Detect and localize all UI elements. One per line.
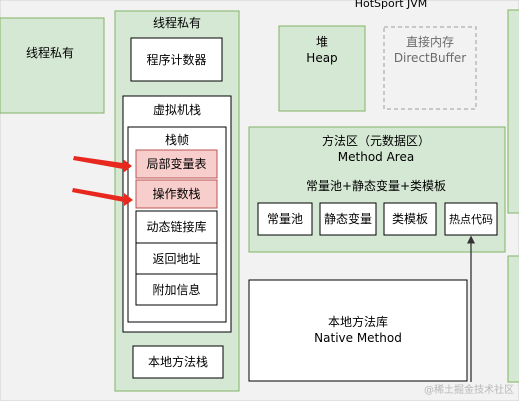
stack-frame-item-label: 局部变量表	[146, 156, 206, 171]
thread-private-column-label: 线程私有	[153, 15, 201, 30]
right-edge-panel-bottom	[507, 255, 519, 383]
method-area-item-label: 类模板	[392, 212, 428, 226]
method-area-item-constant-pool	[257, 202, 313, 236]
direct-buffer-label-en: DirectBuffer	[394, 51, 466, 65]
stack-frame-item-return-address	[135, 242, 218, 275]
heap-label-en: Heap	[306, 51, 337, 65]
stack-frame-item-label: 附加信息	[152, 282, 200, 297]
stack-frame-item-label: 动态链接库	[146, 219, 206, 234]
method-area-item-label: 静态变量	[324, 211, 372, 226]
native-method-lib-label-en: Native Method	[314, 331, 402, 345]
method-area-item-label: 热点代码	[449, 213, 493, 226]
method-area-item-hot-code	[444, 202, 498, 236]
method-area-item-label: 常量池	[267, 212, 303, 226]
vm-stack-label: 虚拟机栈	[153, 102, 201, 117]
stack-frame-item-operand-stack	[135, 179, 218, 209]
right-edge-panel-top	[507, 9, 519, 214]
method-area-item-static-vars	[319, 202, 377, 236]
native-method-stack-label: 本地方法栈	[148, 354, 208, 369]
native-method-lib-box	[248, 279, 468, 382]
direct-buffer-label-cn: 直接内存	[406, 34, 454, 49]
thread-private-left-region	[0, 17, 105, 114]
stack-frame-item-label: 返回地址	[152, 252, 200, 266]
stack-frame-item-label: 操作数栈	[152, 186, 200, 201]
method-area-title-cn: 方法区（元数据区）	[322, 133, 430, 148]
red-arrow-operand-stack	[72, 188, 133, 206]
program-counter-label: 程序计数器	[146, 52, 206, 67]
thread-private-left-label: 线程私有	[26, 45, 74, 60]
direct-buffer-box	[383, 26, 477, 110]
stack-frame-item-local-vars	[135, 149, 218, 179]
red-arrow-local-vars	[73, 156, 132, 173]
stack-frame-item-extra-info	[135, 273, 218, 306]
method-area-title-en: Method Area	[338, 150, 414, 164]
program-counter-box	[130, 37, 223, 82]
heap-box	[278, 25, 366, 112]
method-area-item-class-template	[383, 202, 437, 236]
native-method-stack-box	[132, 345, 224, 379]
watermark: @稀土掘金技术社区	[424, 383, 514, 396]
method-area-subtitle: 常量池+静态变量+类模板	[306, 178, 446, 193]
native-method-lib-label-cn: 本地方法库	[328, 314, 388, 329]
stack-frame-label: 栈帧	[165, 132, 189, 147]
stack-frame-item-dynamic-link	[135, 210, 218, 244]
jvm-title: HotSport JVM	[355, 0, 428, 10]
heap-label-cn: 堆	[316, 35, 328, 49]
